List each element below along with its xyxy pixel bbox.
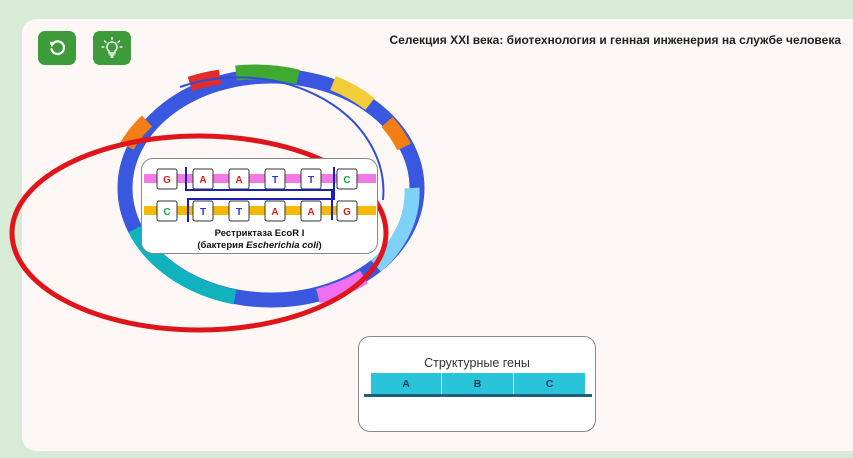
- bottom-strand-base-box: [300, 200, 322, 222]
- bottom-strand-base-box: [228, 200, 250, 222]
- bottom-strand-base-label: A: [271, 207, 278, 218]
- top-strand-base-label: G: [163, 175, 171, 186]
- bottom-strand-base-label: A: [307, 207, 314, 218]
- top-strand-base-box: [336, 168, 358, 190]
- gene-a-block[interactable]: A: [371, 373, 442, 395]
- bottom-strand-base-box: [192, 200, 214, 222]
- top-strand-base-label: T: [272, 175, 278, 186]
- top-strand-base-label: A: [235, 175, 242, 186]
- cut-line-top: [185, 167, 333, 220]
- bottom-strand-base-box: [336, 200, 358, 222]
- gene-b-block[interactable]: B: [442, 373, 514, 395]
- bottom-strand-base-label: G: [343, 207, 351, 218]
- reset-button[interactable]: [38, 31, 76, 65]
- cut-line-bottom: [187, 167, 335, 222]
- bottom-strand-base-box: [156, 200, 178, 222]
- top-strand-base-label: A: [199, 175, 206, 186]
- top-strand-base-box: [156, 168, 178, 190]
- structural-genes-title: Структурные гены: [424, 356, 530, 370]
- highlight-circle: [9, 133, 389, 333]
- bottom-strand-base-label: C: [163, 207, 170, 218]
- inner-strand-arc: [179, 76, 385, 201]
- reset-icon: [49, 40, 66, 56]
- bottom-strand-base-box: [264, 200, 286, 222]
- top-strand-base-label: C: [343, 175, 350, 186]
- gene-c-block[interactable]: C: [514, 373, 585, 395]
- page-title: Селекция XXI века: биотехнология и генна…: [389, 33, 841, 47]
- bottom-strand-base-label: T: [200, 207, 206, 218]
- enzyme-name: Рестриктаза EcoR I: [214, 228, 305, 239]
- gene-baseline: [364, 394, 592, 397]
- top-strand-base-label: T: [308, 175, 314, 186]
- enzyme-source: (бактерия Escherichia coli): [197, 240, 322, 251]
- lightbulb-icon: [101, 36, 123, 58]
- hint-button[interactable]: [93, 31, 131, 65]
- bottom-strand-base-label: T: [236, 207, 242, 218]
